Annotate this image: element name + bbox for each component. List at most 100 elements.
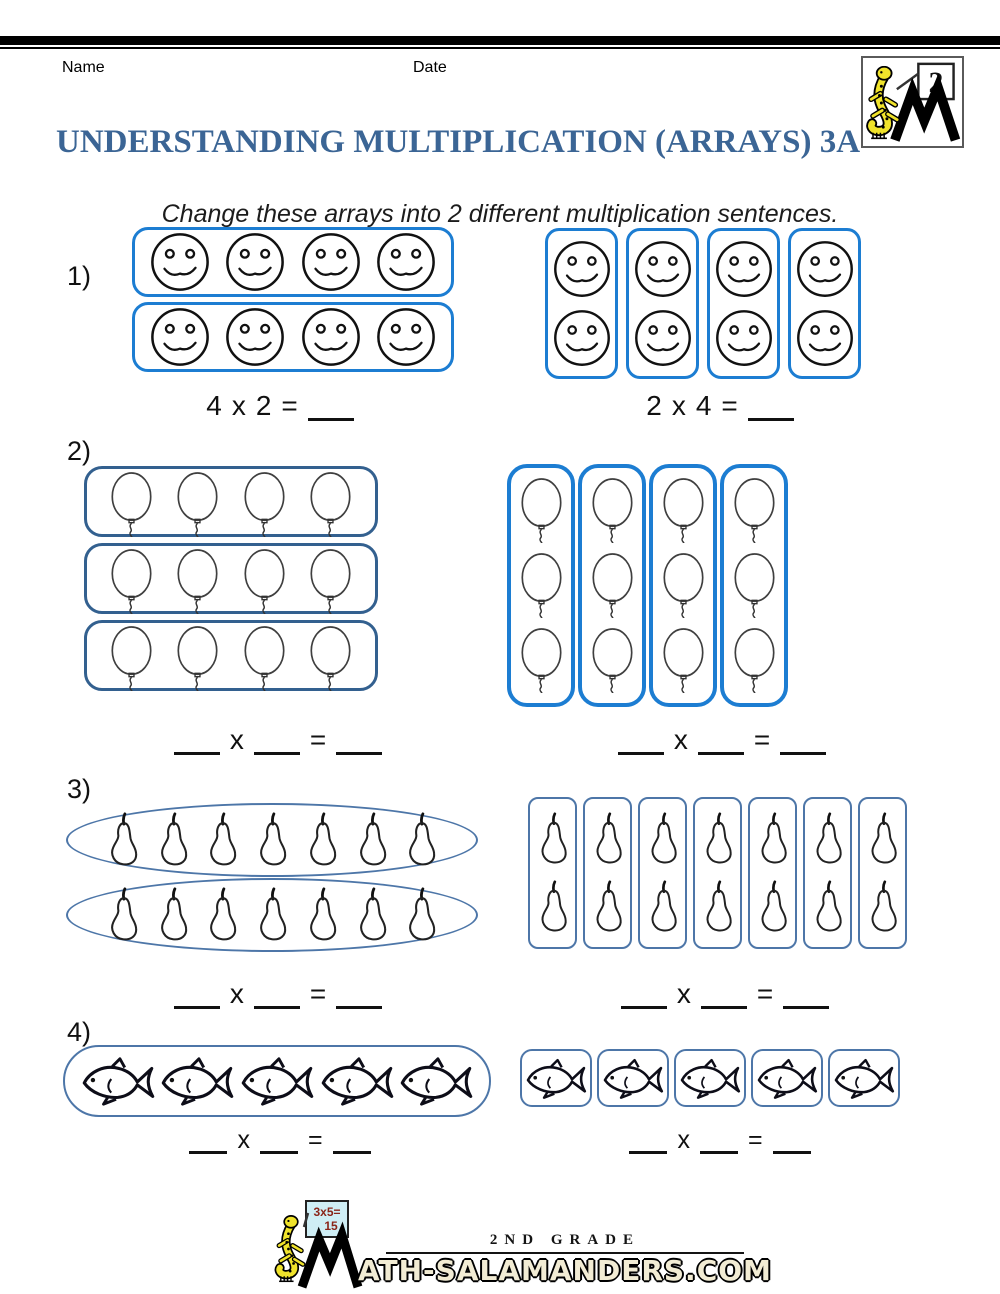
smiley-icon (224, 231, 286, 293)
problem-4-columns-array (520, 1049, 900, 1107)
equation-token: x (671, 390, 686, 421)
answer-blank[interactable] (697, 727, 744, 755)
balloon-icon (590, 478, 635, 543)
smiley-icon (149, 231, 211, 293)
answer-blank[interactable] (700, 981, 747, 1009)
answer-blank[interactable] (173, 981, 220, 1009)
equation-token: = (756, 978, 774, 1009)
footer-rule (385, 1252, 744, 1254)
array-column-group (638, 797, 687, 949)
array-row-group (84, 466, 378, 537)
fish-icon (601, 1056, 665, 1101)
balloon-icon (175, 549, 220, 614)
array-row-group (132, 227, 454, 297)
problem-4-number: 4) (67, 1017, 92, 1047)
fish-icon (755, 1056, 819, 1101)
balloon-icon (308, 472, 353, 537)
array-column-group (828, 1049, 900, 1107)
array-row-group (66, 803, 478, 877)
array-column-group (788, 228, 861, 379)
smiley-icon (224, 306, 286, 368)
answer-blank[interactable] (173, 727, 220, 755)
pear-icon (102, 887, 144, 943)
answer-blank[interactable] (629, 1129, 668, 1154)
fish-icon (238, 1054, 316, 1108)
smiley-icon (795, 239, 855, 299)
array-column-group (674, 1049, 746, 1107)
balloon-icon (590, 628, 635, 693)
problem-1-number: 1) (67, 261, 92, 291)
array-column-group (507, 464, 575, 707)
answer-blank[interactable] (259, 1129, 298, 1154)
answer-blank[interactable] (699, 1129, 738, 1154)
balloon-icon (661, 553, 706, 618)
pear-icon (400, 887, 442, 943)
problem-3-rows-array (66, 803, 478, 952)
problem-2-number: 2) (67, 436, 92, 466)
pear-icon (863, 812, 903, 866)
pear-icon (102, 812, 144, 868)
pear-icon (351, 887, 393, 943)
answer-blank[interactable] (620, 981, 667, 1009)
balloon-icon (109, 549, 154, 614)
array-column-group (693, 797, 742, 949)
answer-blank[interactable] (189, 1129, 228, 1154)
equation-token: x (229, 724, 244, 755)
problem-4-rows-array (63, 1045, 491, 1117)
equation-token: 4 (695, 390, 712, 421)
footer-logo: 3x5= 15 2ND GRADE ATH-SALAMANDERS.COM (274, 1197, 772, 1291)
pear-icon (201, 812, 243, 868)
pear-icon (808, 880, 848, 934)
fish-icon (832, 1056, 896, 1101)
pear-icon (753, 880, 793, 934)
pear-icon (152, 887, 194, 943)
array-row-group (84, 620, 378, 691)
answer-blank[interactable] (253, 727, 300, 755)
pear-icon (808, 812, 848, 866)
balloon-icon (242, 626, 287, 691)
equation-token: 4 (206, 390, 222, 421)
balloon-icon (175, 472, 220, 537)
pear-icon (698, 812, 738, 866)
balloon-icon (308, 626, 353, 691)
smiley-icon (714, 239, 774, 299)
answer-blank[interactable] (747, 393, 794, 421)
answer-blank[interactable] (783, 981, 830, 1009)
problem-2-left-equation: x= (58, 724, 498, 756)
problem-4-left-equation: x= (60, 1126, 500, 1155)
pear-icon (698, 880, 738, 934)
equation-token: = (753, 724, 771, 755)
problem-3-left-equation: x= (58, 978, 498, 1010)
answer-blank[interactable] (772, 1129, 811, 1154)
smiley-icon (795, 308, 855, 368)
answer-blank[interactable] (307, 393, 354, 421)
array-column-group (520, 1049, 592, 1107)
smiley-icon (633, 239, 693, 299)
balloon-icon (519, 553, 564, 618)
array-column-group (858, 797, 907, 949)
balloon-icon (519, 628, 564, 693)
array-column-group (583, 797, 632, 949)
pear-icon (251, 812, 293, 868)
equation-token: 2 (255, 390, 272, 421)
fish-icon (397, 1054, 475, 1108)
answer-blank[interactable] (336, 727, 383, 755)
array-column-group (597, 1049, 669, 1107)
answer-blank[interactable] (780, 727, 827, 755)
footer-salamander-icon: 3x5= 15 (274, 1200, 363, 1289)
problem-3-columns-array (528, 797, 907, 949)
answer-blank[interactable] (617, 727, 664, 755)
balloon-icon (242, 472, 287, 537)
answer-blank[interactable] (253, 981, 300, 1009)
smiley-icon (552, 239, 612, 299)
answer-blank[interactable] (336, 981, 383, 1009)
equation-token: = (747, 1126, 763, 1154)
equation-token: x (229, 978, 244, 1009)
balloon-icon (590, 553, 635, 618)
array-column-group (578, 464, 646, 707)
smiley-icon (375, 306, 437, 368)
fish-icon (678, 1056, 742, 1101)
answer-blank[interactable] (332, 1129, 371, 1154)
